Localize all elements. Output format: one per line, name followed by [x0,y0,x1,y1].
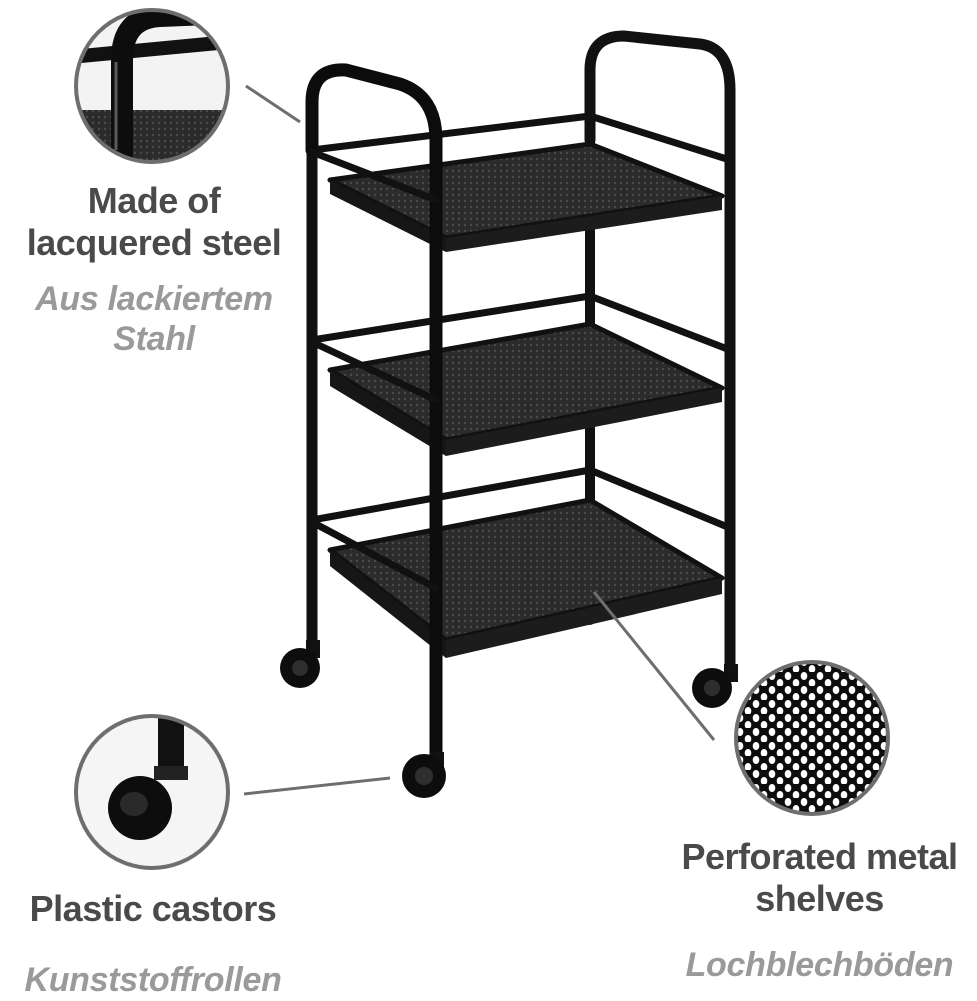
shelves-caption-english-line-2: shelves [755,878,884,920]
shelf-bottom [308,466,734,658]
castor-leader-line [243,776,391,796]
steel-caption-english-line-1: Made of [87,180,221,221]
steel-caption-english: Made of lacquered steel [8,180,300,265]
shelf-leader-line [592,591,716,741]
steel-caption-english-line-2: lacquered steel [26,222,282,264]
shelves-caption-german: Lochblechböden [685,945,954,984]
steel-caption-german-line-1: Aus lackiertem [35,279,273,318]
steel-caption-german: Aus lackiertem Stahl [8,279,300,359]
castor-front [402,752,446,798]
shelves-caption: Perforated metal shelves Lochblechböden [662,836,977,985]
shelf-top [308,112,734,252]
shelf-middle [308,292,734,456]
castors-caption: Plastic castors Kunststoffrollen [0,888,306,1001]
castors-caption-english: Plastic castors [29,888,277,929]
shelves-caption-english-line-1: Perforated metal [681,836,958,877]
steel-detail-callout [74,8,230,164]
front-rail [308,148,440,204]
steel-caption: Made of lacquered steel Aus lackiertem S… [8,180,300,359]
rear-handle [584,30,736,146]
steel-leader-line [245,84,301,124]
shelves-caption-english: Perforated metal shelves [662,836,977,921]
front-handle [305,63,443,767]
castor-detail-callout [74,714,230,870]
trolley [280,30,738,798]
steel-caption-german-line-2: Stahl [113,320,195,359]
castors-caption-german: Kunststoffrollen [24,961,282,1000]
castor-rear-left [280,640,320,688]
perforation-detail-callout [734,660,890,816]
castor-rear-right [692,664,738,708]
